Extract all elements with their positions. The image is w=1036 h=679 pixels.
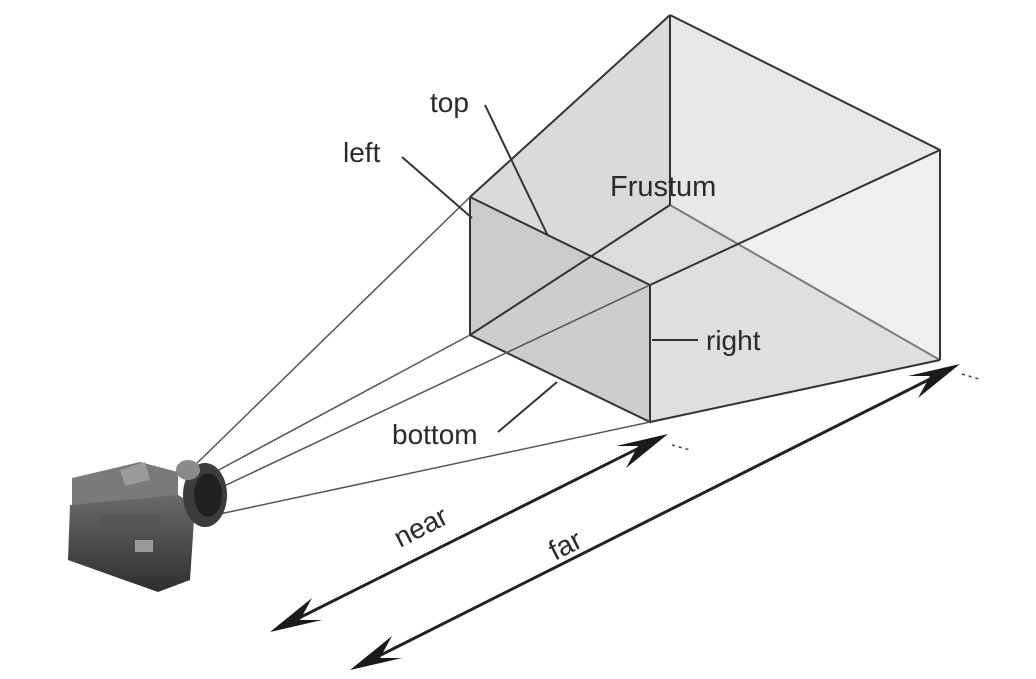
frustum-volume [470,15,940,422]
near-arrowhead-start [270,598,322,632]
far-arrow [350,364,983,670]
right-label: right [706,325,761,356]
top-label: top [430,87,469,118]
camera-icon [68,460,227,592]
leader-lines [401,104,698,433]
far-arrowhead-end [908,364,960,398]
near-plane [470,197,650,422]
bottom-label: bottom [392,419,478,450]
left-label: left [343,137,381,168]
view-rays [189,196,651,516]
far-label: far [544,524,587,566]
frustum-top-face [470,15,940,285]
frustum-edges [469,14,941,424]
frustum-label: Frustum [610,171,716,203]
far-arrowhead-start [350,636,402,670]
near-arrow [270,434,691,632]
near-arrowhead-end [616,434,668,468]
